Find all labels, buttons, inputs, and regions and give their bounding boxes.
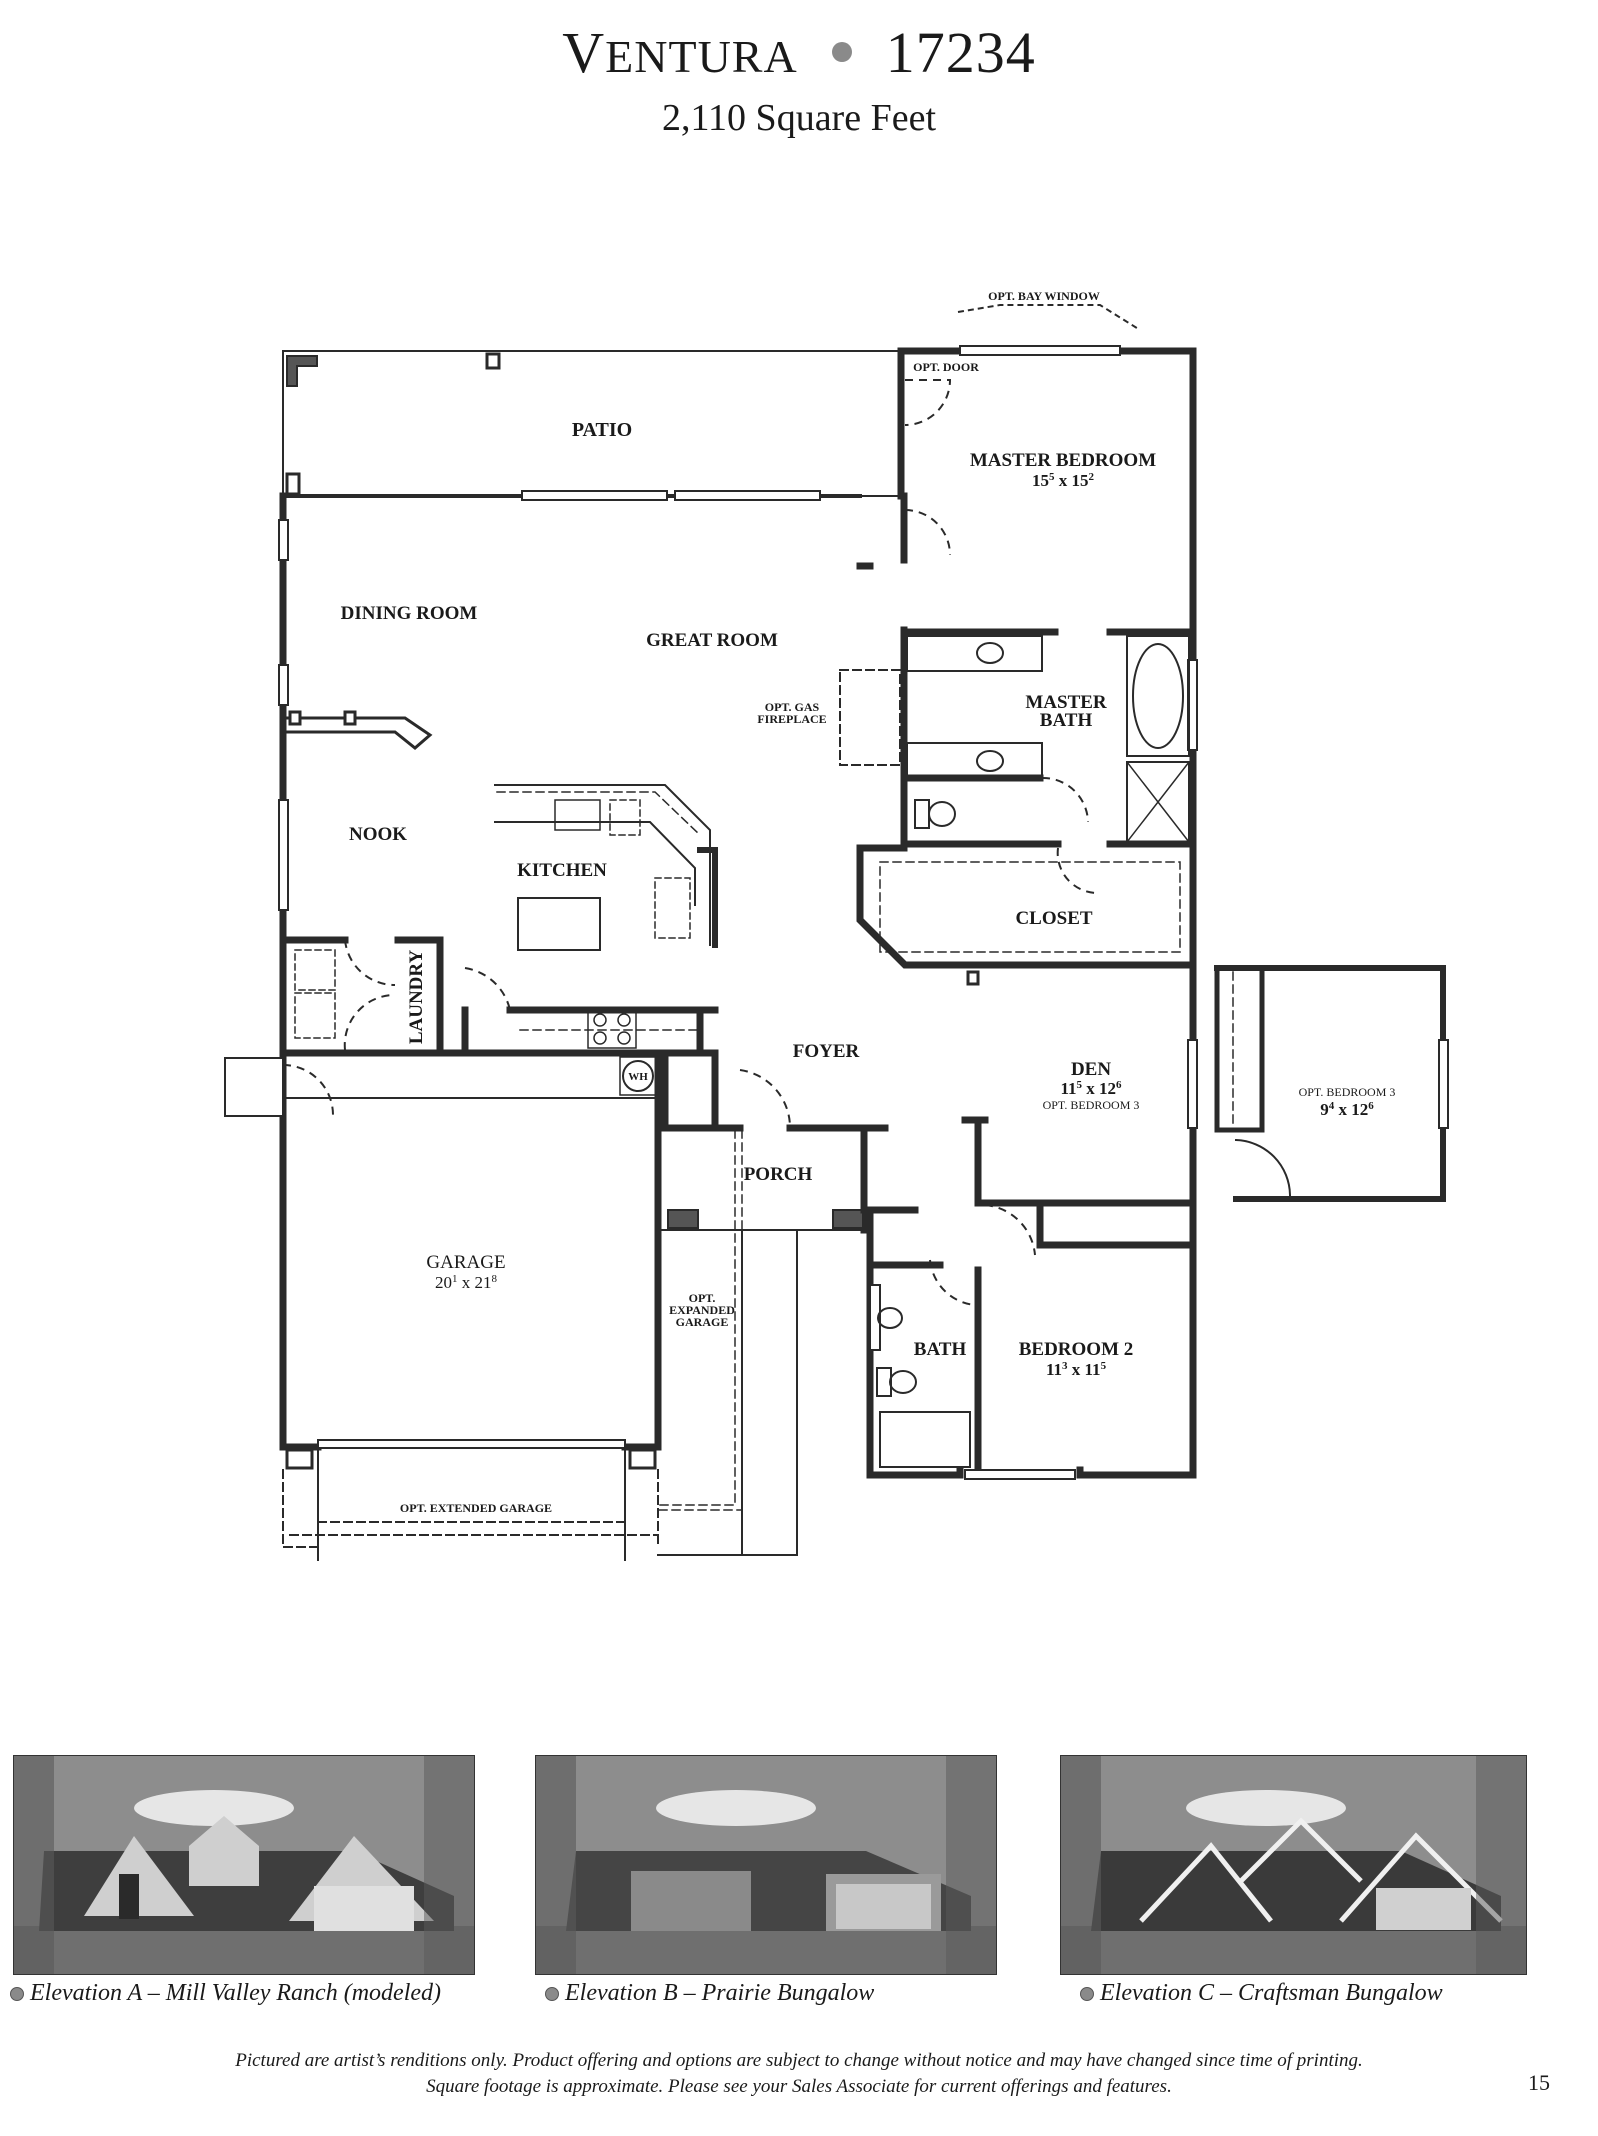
opt-door-label: OPT. DOOR bbox=[913, 360, 979, 374]
title-bullet-icon bbox=[831, 41, 852, 62]
den-label: DEN bbox=[1071, 1059, 1111, 1080]
den-note: OPT. BEDROOM 3 bbox=[1043, 1098, 1140, 1112]
patio-label: PATIO bbox=[572, 419, 632, 441]
bath-label: BATH bbox=[914, 1339, 967, 1360]
opt-expanded-garage-label-3: GARAGE bbox=[676, 1315, 729, 1329]
laundry-label: LAUNDRY bbox=[406, 950, 427, 1045]
opt-expanded-garage-label-1: OPT. bbox=[689, 1291, 716, 1305]
caption-bullet-icon bbox=[10, 1987, 24, 2002]
elevation-a-caption: Elevation A – Mill Valley Ranch (modeled… bbox=[10, 1980, 441, 2007]
water-heater-label: WH bbox=[628, 1071, 648, 1083]
master-bedroom-label: MASTER BEDROOM bbox=[970, 450, 1156, 471]
master-bath-label-1: MASTER bbox=[1025, 692, 1107, 713]
opt-gas-fireplace-label-1: OPT. GAS bbox=[765, 700, 820, 714]
model-name: VENTURA bbox=[562, 20, 798, 85]
caption-bullet-icon bbox=[545, 1987, 559, 2002]
house-rendering-icon bbox=[1061, 1756, 1526, 1974]
caption-bullet-icon bbox=[1080, 1987, 1094, 2002]
plan-number: 17234 bbox=[885, 20, 1036, 85]
garage-dims: 201 x 218 bbox=[435, 1273, 498, 1292]
dining-room-label: DINING ROOM bbox=[341, 603, 478, 624]
opt-expanded-garage-label-2: EXPANDED bbox=[669, 1303, 735, 1317]
elevation-c-caption: Elevation C – Craftsman Bungalow bbox=[1080, 1980, 1443, 2007]
bedroom-2-dims: 113 x 115 bbox=[1046, 1360, 1107, 1379]
closet-label: CLOSET bbox=[1015, 908, 1092, 929]
disclaimer-line-1: Pictured are artist’s renditions only. P… bbox=[235, 2050, 1363, 2071]
elevation-b-image bbox=[535, 1755, 997, 1975]
great-room-label: GREAT ROOM bbox=[646, 630, 778, 651]
disclaimer: Pictured are artist’s renditions only. P… bbox=[0, 2048, 1598, 2100]
garage-label: GARAGE bbox=[426, 1252, 505, 1273]
elevation-b-caption: Elevation B – Prairie Bungalow bbox=[545, 1980, 874, 2007]
opt-extended-garage-label: OPT. EXTENDED GARAGE bbox=[400, 1501, 552, 1515]
elevation-a-image bbox=[13, 1755, 475, 1975]
master-bath-label-2: BATH bbox=[1040, 710, 1093, 731]
nook-label: NOOK bbox=[349, 824, 407, 845]
den-dims: 115 x 126 bbox=[1060, 1079, 1122, 1098]
elevation-c-image bbox=[1060, 1755, 1527, 1975]
opt-bedroom-3-dims: 94 x 126 bbox=[1320, 1100, 1374, 1119]
master-bedroom-dims: 155 x 152 bbox=[1032, 471, 1095, 490]
porch-label: PORCH bbox=[744, 1164, 813, 1185]
foyer-label: FOYER bbox=[793, 1041, 860, 1062]
opt-bedroom-3-label: OPT. BEDROOM 3 bbox=[1299, 1085, 1396, 1099]
page-number: 15 bbox=[1528, 2070, 1550, 2095]
opt-bay-window-label: OPT. BAY WINDOW bbox=[988, 289, 1100, 303]
bedroom-2-label: BEDROOM 2 bbox=[1019, 1339, 1134, 1360]
house-rendering-icon bbox=[536, 1756, 996, 1974]
kitchen-label: KITCHEN bbox=[517, 860, 607, 881]
opt-gas-fireplace-label-2: FIREPLACE bbox=[757, 712, 826, 726]
floor-plan: PATIO MASTER BEDROOM 155 x 152 DINING RO… bbox=[224, 289, 1449, 1561]
house-rendering-icon bbox=[14, 1756, 474, 1974]
disclaimer-line-2: Square footage is approximate. Please se… bbox=[426, 2076, 1172, 2097]
square-footage: 2,110 Square Feet bbox=[661, 97, 937, 139]
